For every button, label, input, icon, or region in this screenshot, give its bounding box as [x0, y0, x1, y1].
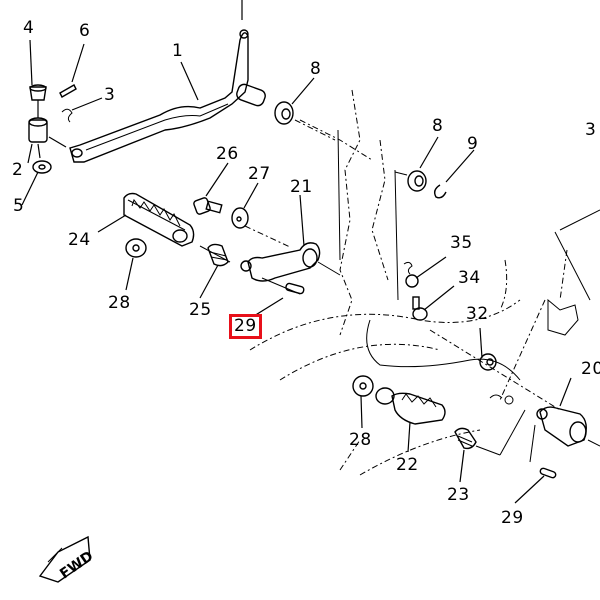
bushings: [274, 101, 447, 199]
callout-32[interactable]: 32: [466, 304, 489, 324]
callout-26[interactable]: 26: [216, 144, 239, 164]
footrest-left: [123, 192, 195, 247]
callout-21[interactable]: 21: [290, 177, 313, 197]
callout-3[interactable]: 3: [104, 85, 116, 105]
callout-34[interactable]: 34: [458, 268, 481, 288]
callout-22[interactable]: 22: [396, 455, 419, 475]
pedal-joint-assembly: [28, 84, 77, 174]
fwd-text: FWD: [57, 548, 96, 582]
callout-6[interactable]: 6: [79, 21, 91, 41]
footrest-bracket-left: [240, 242, 341, 282]
footrest-right-assembly: [352, 375, 600, 479]
callout-8-upper[interactable]: 8: [310, 59, 322, 79]
callout-29[interactable]: 29: [501, 508, 524, 528]
callout-1[interactable]: 1: [172, 41, 184, 61]
frame-outline: [249, 89, 600, 476]
shift-pedal: [69, 29, 266, 163]
right-fasteners: [403, 261, 497, 371]
left-small-parts: [125, 197, 291, 267]
callout-28-left[interactable]: 28: [108, 293, 131, 313]
callout-35[interactable]: 35: [450, 233, 473, 253]
callout-24[interactable]: 23: [447, 485, 470, 505]
callout-5[interactable]: 5: [13, 196, 25, 216]
callout-27[interactable]: 27: [248, 164, 271, 184]
pin-left: [261, 277, 305, 295]
callout-4[interactable]: 4: [23, 18, 35, 38]
callout-29-highlighted[interactable]: 29: [229, 314, 262, 339]
callout-3-cut[interactable]: 3: [585, 120, 597, 140]
leader-lines: [21, 0, 572, 504]
callout-25[interactable]: 25: [189, 300, 212, 320]
callout-8-lower[interactable]: 8: [432, 116, 444, 136]
callout-20[interactable]: 20: [581, 359, 600, 379]
callout-2[interactable]: 2: [12, 160, 24, 180]
callout-9[interactable]: 9: [467, 134, 479, 154]
callout-28-right[interactable]: 28: [349, 430, 372, 450]
forward-arrow-icon: FWD: [38, 535, 96, 583]
callout-23[interactable]: 24: [68, 230, 91, 250]
